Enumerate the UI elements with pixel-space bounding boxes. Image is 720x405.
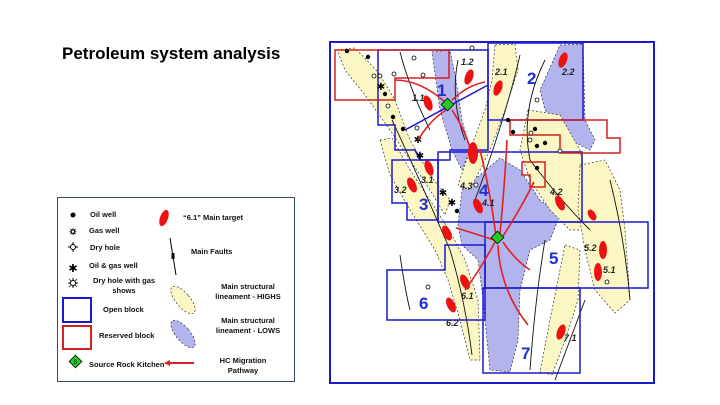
block-label-2: 2 — [527, 69, 536, 88]
prospect-label: 3.1 — [421, 175, 434, 185]
gas-well-icon: ☼ — [68, 226, 77, 237]
prospect-label: 3.2 — [394, 185, 407, 195]
legend-dry-hole-gas: Dry hole with gas shows — [92, 276, 156, 295]
legend-oil-gas-well: Oil & gas well — [89, 261, 138, 270]
highs-icon — [170, 285, 196, 315]
fault-line — [554, 299, 586, 381]
main-target-icon — [159, 209, 169, 227]
oil-wells — [344, 48, 548, 214]
svg-text:✱: ✱ — [448, 198, 456, 209]
dry-hole-gas-icon — [68, 278, 78, 288]
prospect-label: 5.2 — [584, 243, 597, 253]
high-area — [577, 159, 631, 314]
block-label-6: 6 — [419, 294, 428, 313]
prospect-label: 4.1 — [481, 198, 495, 208]
prospect-label: 1.2 — [461, 57, 474, 67]
oil-gas-wells: ✱ ✱ ✱ ✱ ✱ — [377, 82, 456, 209]
prospect-label: 4.3 — [459, 181, 473, 191]
reserved-block-icon — [62, 325, 92, 350]
legend-open-block: Open block — [103, 305, 144, 314]
fault-line — [454, 59, 466, 141]
main-targets — [407, 52, 607, 340]
oil-well-icon — [70, 212, 76, 218]
legend-symbols: ☼ ✱ S — [62, 209, 196, 369]
open-block-icon — [62, 297, 92, 323]
source-kitchen-icon: S — [68, 354, 83, 369]
open-block-7[interactable] — [482, 287, 581, 374]
legend-lows: Main structural lineament - LOWS — [215, 316, 281, 335]
legend-migration: HC Migration Pathway — [219, 356, 267, 375]
prospect-label: 6.2 — [446, 318, 459, 328]
kitchen-diamond — [440, 97, 455, 112]
svg-text:S: S — [73, 360, 77, 366]
lows-icon — [170, 319, 196, 349]
legend-highs: Main structural lineament - HIGHS — [215, 282, 281, 301]
reserved-block-small[interactable] — [521, 161, 546, 188]
high-area — [519, 109, 591, 231]
source-rock-kitchens — [440, 97, 505, 245]
low-area — [457, 157, 561, 373]
block-label-1: 1 — [437, 81, 446, 100]
block-label-4: 4 — [479, 181, 489, 200]
reserved-block-nw[interactable] — [334, 49, 450, 101]
fault-line — [526, 59, 591, 231]
main-fault-icon — [169, 237, 177, 276]
structural-lows — [431, 43, 596, 373]
prospect-label: 2.1 — [494, 67, 508, 77]
prospect-label: 1.1 — [412, 93, 425, 103]
migration-arrow-icon — [164, 360, 194, 366]
prospect-label: 6.1 — [461, 291, 474, 301]
hc-migration-pathways — [394, 79, 535, 326]
oil-gas-well-icon: ✱ — [68, 263, 77, 275]
kitchen-diamond — [490, 230, 505, 245]
legend-oil-well: Oil well — [90, 210, 117, 219]
prospect-label: 4.2 — [549, 187, 563, 197]
svg-text:✱: ✱ — [377, 82, 385, 93]
block-label-7: 7 — [521, 344, 530, 363]
map-legend: ☼ ✱ S Oil well Gas well Dry hole Oil & g… — [57, 197, 295, 382]
reserved-blocks — [334, 49, 621, 188]
high-area — [379, 137, 481, 361]
fault-line — [399, 254, 411, 311]
svg-text:✱: ✱ — [416, 151, 424, 162]
fault-line — [474, 54, 521, 201]
dry-hole-icon — [68, 242, 78, 252]
reserved-block-east[interactable] — [509, 119, 621, 154]
page-title: Petroleum system analysis — [62, 44, 281, 63]
block-label-3: 3 — [419, 195, 428, 214]
fault-line — [609, 179, 631, 301]
fault-line — [399, 51, 431, 131]
legend-gas-well: Gas well — [89, 226, 120, 235]
legend-main-faults: Main Faults — [191, 247, 233, 256]
fault-line — [529, 239, 546, 371]
svg-text:✱: ✱ — [414, 135, 422, 146]
legend-dry-hole: Dry hole — [90, 243, 121, 252]
prospect-label: 5.1 — [603, 265, 616, 275]
legend-source-kitchen: Source Rock Kitchen — [89, 360, 165, 369]
legend-reserved-block: Reserved block — [99, 331, 155, 340]
prospect-label: 7.1 — [564, 333, 577, 343]
legend-main-target: “6.1” Main target — [183, 213, 244, 222]
prospect-label: 2.2 — [561, 67, 575, 77]
high-area — [539, 244, 581, 376]
open-block-6[interactable] — [386, 244, 486, 321]
block-label-5: 5 — [549, 249, 558, 268]
svg-text:✱: ✱ — [439, 188, 447, 199]
